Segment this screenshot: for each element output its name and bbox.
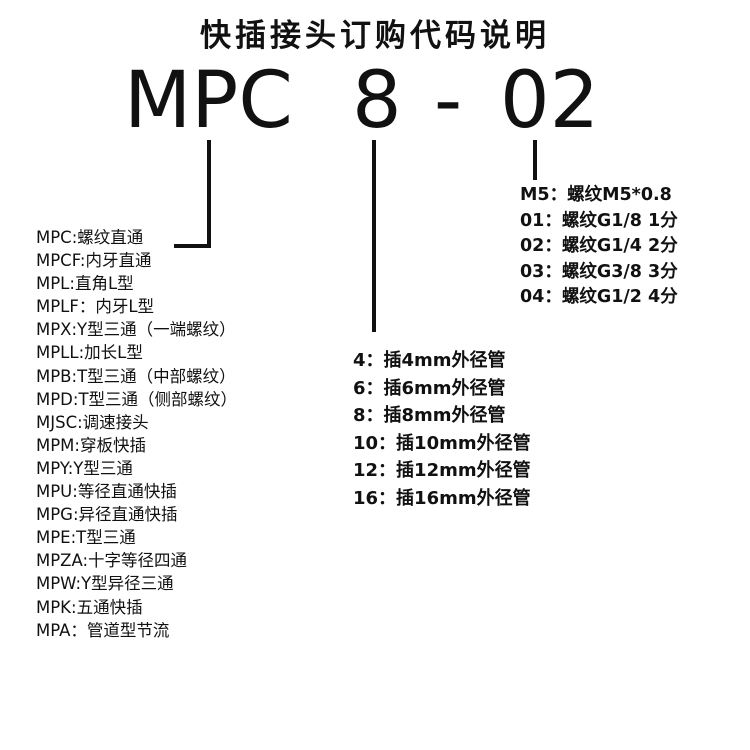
tube-size-item: 12：插12mm外径管: [353, 460, 531, 481]
thread-item: 03：螺纹G3/8 3分: [520, 261, 678, 282]
page-title: 快插接头订购代码说明: [200, 18, 550, 54]
tube-size-item: 10：插10mm外径管: [353, 432, 531, 454]
series-item: MPW:Y型异径三通: [36, 574, 174, 594]
series-item: MPZA:十字等径四通: [36, 551, 188, 571]
series-item: MPCF:内牙直通: [36, 251, 152, 271]
series-item: MPD:T型三通（侧部螺纹）: [36, 389, 238, 409]
series-item: MPA：管道型节流: [36, 620, 170, 640]
series-item: MPB:T型三通（中部螺纹）: [36, 366, 236, 386]
series-item: MPLL:加长L型: [36, 343, 143, 363]
series-connector-horizontal: [174, 244, 211, 248]
code-thread: 02: [500, 56, 600, 146]
series-item: MPL:直角L型: [36, 274, 134, 294]
series-item: MPK:五通快插: [36, 597, 143, 617]
series-item: MJSC:调速接头: [36, 412, 149, 432]
code-dash: -: [434, 56, 463, 146]
thread-item: 02：螺纹G1/4 2分: [520, 236, 678, 256]
series-item: MPG:异径直通快插: [36, 505, 178, 525]
series-item: MPLF：内牙L型: [36, 297, 155, 317]
code-size: 8: [352, 56, 402, 146]
tube-size-item: 8：插8mm外径管: [353, 405, 506, 426]
tube-size-item: 6：插6mm外径管: [353, 377, 506, 399]
thread-item: 01：螺纹G1/8 1分: [520, 210, 678, 231]
series-item: MPU:等径直通快插: [36, 482, 177, 502]
tube-size-item: 4：插4mm外径管: [353, 350, 506, 371]
thread-connector: [533, 140, 537, 180]
code-series: MPC: [124, 56, 293, 146]
series-connector-vertical: [207, 140, 211, 248]
tube-size-item: 16：插16mm外径管: [353, 487, 531, 509]
tube-size-list: 4：插4mm外径管 6：插6mm外径管 8：插8mm外径管 10：插10mm外径…: [353, 347, 531, 512]
series-item: MPE:T型三通: [36, 528, 136, 548]
thread-item: M5：螺纹M5*0.8: [520, 185, 672, 205]
series-item: MPC:螺纹直通: [36, 228, 144, 247]
size-connector: [372, 140, 376, 332]
series-list: MPC:螺纹直通 MPCF:内牙直通 MPL:直角L型 MPLF：内牙L型 MP…: [36, 226, 237, 642]
thread-list: M5：螺纹M5*0.8 01：螺纹G1/8 1分 02：螺纹G1/4 2分 03…: [520, 183, 678, 311]
series-item: MPY:Y型三通: [36, 458, 133, 478]
series-item: MPX:Y型三通（一端螺纹）: [36, 320, 236, 340]
thread-item: 04：螺纹G1/2 4分: [520, 287, 678, 307]
series-item: MPM:穿板快插: [36, 435, 146, 455]
